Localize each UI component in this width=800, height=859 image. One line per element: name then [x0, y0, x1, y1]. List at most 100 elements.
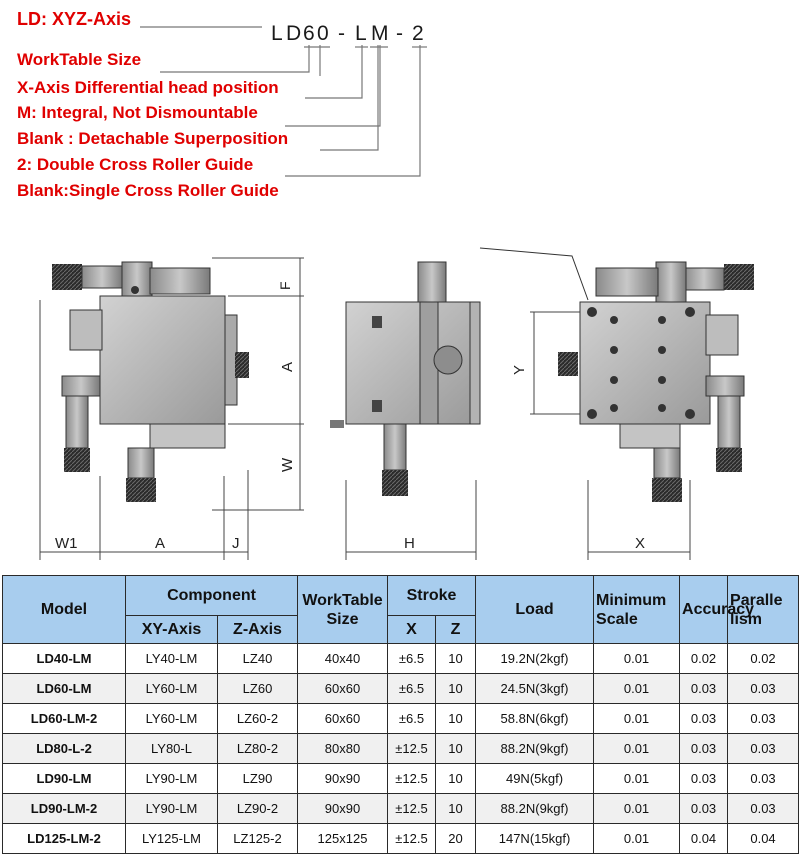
cell-xy-axis: LY80-L	[125, 733, 218, 764]
cell-min-scale: 0.01	[593, 673, 681, 704]
cell-stroke-x: ±12.5	[387, 823, 436, 854]
cell-xy-axis: LY125-LM	[125, 823, 218, 854]
cell-load: 24.5N(3kgf)	[475, 673, 595, 704]
cell-accuracy: 0.03	[679, 703, 729, 734]
cell-z-axis: LZ40	[217, 643, 298, 674]
cell-parallelism: 0.03	[727, 703, 800, 734]
cell-parallelism: 0.03	[727, 793, 800, 824]
cell-min-scale: 0.01	[593, 823, 681, 854]
header-component: Component	[125, 575, 298, 616]
table-row: LD60-LM LY60-LM LZ60 60x60 ±6.5 10 24.5N…	[2, 673, 800, 704]
cell-stroke-z: 20	[434, 823, 477, 854]
model-code: L D 6 0 - L M - 2	[271, 22, 424, 45]
cell-z-axis: LZ90-2	[217, 793, 298, 824]
cell-parallelism: 0.03	[727, 763, 800, 794]
dim-label-a-side: A	[279, 362, 296, 372]
cell-stroke-x: ±12.5	[387, 733, 436, 764]
table-row: LD40-LM LY40-LM LZ40 40x40 ±6.5 10 19.2N…	[2, 643, 800, 674]
legend-line-differential: X-Axis Differential head position	[17, 78, 279, 97]
cell-accuracy: 0.02	[679, 643, 729, 674]
cell-accuracy: 0.03	[679, 793, 729, 824]
cell-min-scale: 0.01	[593, 733, 681, 764]
cell-min-scale: 0.01	[593, 703, 681, 734]
legend-line-worktable: WorkTable Size	[17, 50, 142, 69]
code-char-d: D	[286, 22, 301, 45]
header-stroke: Stroke	[386, 575, 477, 616]
cell-z-axis: LZ90	[217, 763, 298, 794]
cell-size: 40x40	[297, 643, 388, 674]
header-parallelism: Paralle lism	[727, 575, 800, 644]
legend-line-double-guide: 2: Double Cross Roller Guide	[17, 155, 254, 174]
cell-model: LD60-LM-2	[2, 703, 126, 734]
side-view: H	[330, 261, 481, 560]
dim-label-f: F	[277, 281, 293, 290]
cell-z-axis: LZ125-2	[217, 823, 298, 854]
front-view: F A W W1 A J	[39, 257, 304, 560]
cell-parallelism: 0.04	[727, 823, 800, 854]
cell-load: 88.2N(9kgf)	[475, 733, 595, 764]
cell-size: 60x60	[297, 703, 388, 734]
cell-parallelism: 0.03	[727, 733, 800, 764]
header-load: Load	[475, 575, 595, 644]
dim-label-j: J	[232, 535, 240, 552]
header-accuracy: Accuracy	[679, 575, 754, 644]
cell-model: LD125-LM-2	[2, 823, 126, 854]
dim-label-x: X	[635, 535, 645, 552]
legend-line-detachable: Blank : Detachable Superposition	[17, 129, 289, 148]
cell-size: 125x125	[297, 823, 388, 854]
cell-xy-axis: LY60-LM	[125, 703, 218, 734]
cell-model: LD60-LM	[2, 673, 126, 704]
cell-xy-axis: LY40-LM	[125, 643, 218, 674]
cell-stroke-z: 10	[434, 793, 477, 824]
cell-stroke-z: 10	[434, 763, 477, 794]
cell-xy-axis: LY90-LM	[125, 763, 218, 794]
cell-stroke-x: ±6.5	[387, 673, 436, 704]
cell-load: 88.2N(9kgf)	[475, 793, 595, 824]
cell-z-axis: LZ80-2	[217, 733, 298, 764]
cell-load: 19.2N(2kgf)	[475, 643, 595, 674]
cell-parallelism: 0.02	[727, 643, 800, 674]
code-char-6: 6	[303, 22, 315, 45]
code-char-l2: L	[355, 22, 367, 45]
header-z-axis: Z-Axis	[217, 615, 298, 644]
cell-stroke-z: 10	[434, 643, 477, 674]
code-char-dash1: -	[338, 22, 345, 45]
dim-label-h: H	[404, 535, 415, 552]
legend-title: LD: XYZ-Axis	[17, 9, 132, 29]
cell-accuracy: 0.03	[679, 763, 729, 794]
cell-load: 58.8N(6kgf)	[475, 703, 595, 734]
cell-load: 147N(15kgf)	[475, 823, 595, 854]
cell-stroke-z: 10	[434, 703, 477, 734]
header-stroke-x: X	[387, 615, 436, 644]
code-char-l: L	[271, 22, 283, 45]
leader-lines	[140, 26, 427, 177]
cell-stroke-x: ±12.5	[387, 793, 436, 824]
table-row: LD90-LM-2 LY90-LM LZ90-2 90x90 ±12.5 10 …	[2, 793, 800, 824]
cell-size: 60x60	[297, 673, 388, 704]
cell-min-scale: 0.01	[593, 763, 681, 794]
cell-stroke-z: 10	[434, 733, 477, 764]
cell-accuracy: 0.03	[679, 733, 729, 764]
table-row: LD90-LM LY90-LM LZ90 90x90 ±12.5 10 49N(…	[2, 763, 800, 794]
table-row: LD80-L-2 LY80-L LZ80-2 80x80 ±12.5 10 88…	[2, 733, 800, 764]
cell-model: LD90-LM-2	[2, 793, 126, 824]
cell-stroke-x: ±12.5	[387, 763, 436, 794]
code-char-dash2: -	[396, 22, 403, 45]
table-row: LD125-LM-2 LY125-LM LZ125-2 125x125 ±12.…	[2, 823, 800, 854]
header-minimum-scale: Minimum Scale	[593, 575, 681, 644]
code-char-2: 2	[412, 22, 424, 45]
dim-label-w-side: W	[279, 457, 296, 472]
cell-load: 49N(5kgf)	[475, 763, 595, 794]
top-view: Y X	[479, 247, 754, 560]
cell-xy-axis: LY60-LM	[125, 673, 218, 704]
legend-line-integral: M: Integral, Not Dismountable	[17, 103, 258, 122]
cell-size: 80x80	[297, 733, 388, 764]
cell-accuracy: 0.04	[679, 823, 729, 854]
cell-model: LD80-L-2	[2, 733, 126, 764]
technical-drawing: L D 6 0 - L M - 2	[39, 22, 754, 560]
dim-label-y: Y	[511, 365, 528, 375]
code-char-m: M	[371, 22, 389, 45]
header-stroke-z: Z	[434, 615, 477, 644]
cell-model: LD40-LM	[2, 643, 126, 674]
table-row: LD60-LM-2 LY60-LM LZ60-2 60x60 ±6.5 10 5…	[2, 703, 800, 734]
